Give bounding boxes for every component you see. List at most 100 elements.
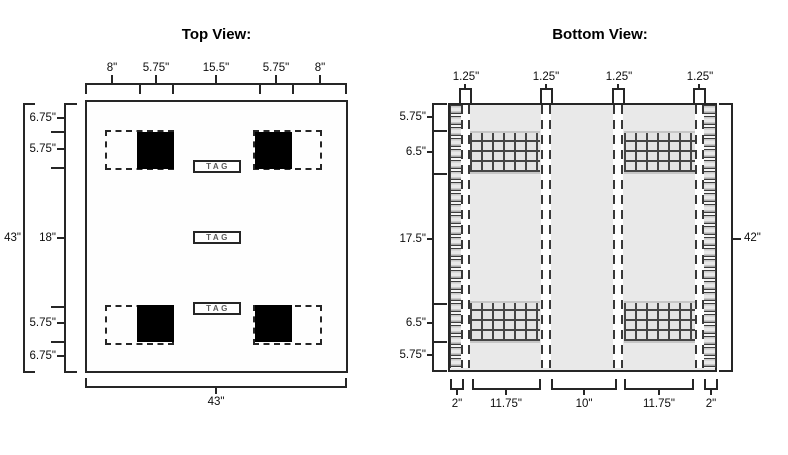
- dim-tick: [551, 379, 553, 390]
- dim-tick: [704, 379, 706, 390]
- fold-channel: [695, 105, 704, 368]
- bottom-dim-label: 10": [575, 398, 593, 410]
- left-dim-label: 5.75": [399, 111, 426, 123]
- dim-tick: [275, 75, 277, 84]
- top-view: Top View: 8" 5.75" 15.5" 5.75" 8" 43": [4, 26, 348, 408]
- dim-tick: [434, 370, 447, 372]
- dim-tick: [551, 88, 553, 103]
- left-dim-label: 18": [39, 232, 56, 244]
- dim-line: [64, 103, 66, 373]
- dim-tick: [25, 371, 35, 373]
- dim-tick: [111, 75, 113, 84]
- top-dim-label: 5.75": [262, 62, 290, 74]
- tag-box: TAG: [193, 160, 241, 173]
- dim-tick: [85, 83, 87, 94]
- dim-tick: [66, 371, 77, 373]
- dim-tick: [615, 379, 617, 390]
- dim-tick: [623, 88, 625, 103]
- bottom-dim-label: 2": [451, 398, 463, 410]
- top-dim-label: 1.25": [686, 71, 714, 83]
- black-square: [137, 305, 174, 342]
- left-dim-label: 17.5": [399, 233, 426, 245]
- dim-tick: [172, 83, 174, 94]
- black-square: [137, 132, 174, 169]
- top-dim-label: 15.5": [202, 62, 230, 74]
- dim-tick: [470, 88, 472, 103]
- top-view-title: Top View:: [181, 26, 252, 43]
- dim-line: [459, 88, 472, 90]
- dim-tick: [345, 378, 347, 388]
- dim-tick: [345, 83, 347, 94]
- dim-tick: [25, 103, 35, 105]
- black-square: [255, 132, 292, 169]
- dim-tick: [450, 379, 452, 390]
- dim-tick: [459, 88, 461, 103]
- left-dim-label: 5.75": [29, 317, 56, 329]
- dim-tick: [57, 117, 64, 119]
- top-view-panel: [85, 100, 348, 373]
- left-dim-label: 6.75": [29, 112, 56, 124]
- dim-tick: [462, 379, 464, 390]
- dim-line: [612, 88, 625, 90]
- dim-tick: [292, 83, 294, 94]
- dim-tick: [51, 306, 65, 308]
- velcro-strip: [450, 105, 463, 368]
- fold-dash-line: [468, 105, 470, 368]
- top-dim-label: 1.25": [532, 71, 560, 83]
- dim-line: [85, 83, 347, 85]
- dim-tick: [259, 83, 261, 94]
- dim-tick: [719, 103, 731, 105]
- left-dim-label: 6.5": [405, 146, 426, 158]
- dim-tick: [427, 151, 433, 153]
- dim-line: [85, 386, 347, 388]
- fold-dash-line: [695, 105, 697, 368]
- right-height-label: 42": [744, 232, 761, 244]
- mesh-area: [470, 301, 540, 343]
- fold-channel: [541, 105, 551, 368]
- dim-tick: [434, 173, 447, 175]
- mesh-area: [470, 131, 540, 174]
- left-dim-label: 6.5": [405, 317, 426, 329]
- fold-dash-line: [461, 105, 463, 368]
- dim-tick: [434, 130, 447, 132]
- dim-tick: [155, 75, 157, 84]
- left-dim-label: 5.75": [399, 349, 426, 361]
- bottom-dim-label: 2": [705, 398, 717, 410]
- dim-tick: [319, 75, 321, 84]
- dim-tick: [472, 379, 474, 390]
- dim-tick: [698, 84, 700, 89]
- dim-tick: [51, 131, 65, 133]
- tag-box: TAG: [193, 302, 241, 315]
- dim-line: [540, 88, 553, 90]
- top-dim-label: 8": [106, 62, 118, 74]
- dim-tick: [427, 354, 433, 356]
- bottom-dim-label: 11.75": [489, 398, 522, 410]
- dim-line: [731, 103, 733, 372]
- dim-tick: [139, 83, 141, 94]
- tag-box: TAG: [193, 231, 241, 244]
- placement-zone: [253, 130, 322, 170]
- velcro-strip: [703, 105, 716, 368]
- dim-tick: [539, 379, 541, 390]
- dim-tick: [456, 388, 458, 395]
- dim-tick: [505, 388, 507, 395]
- fold-dash-line: [541, 105, 543, 368]
- dim-line: [23, 103, 25, 373]
- dim-tick: [57, 237, 64, 239]
- left-dim-label: 6.75": [29, 350, 56, 362]
- dim-tick: [57, 322, 64, 324]
- bottom-width-label: 43": [207, 396, 225, 408]
- dim-tick: [51, 341, 65, 343]
- dim-tick: [427, 322, 433, 324]
- dim-tick: [612, 88, 614, 103]
- dim-tick: [716, 379, 718, 390]
- dim-tick: [540, 88, 542, 103]
- dim-tick: [733, 238, 741, 240]
- dim-tick: [719, 370, 731, 372]
- dim-tick: [617, 84, 619, 89]
- overall-height-label: 43": [4, 232, 21, 244]
- top-dim-label: 1.25": [605, 71, 633, 83]
- dim-tick: [434, 303, 447, 305]
